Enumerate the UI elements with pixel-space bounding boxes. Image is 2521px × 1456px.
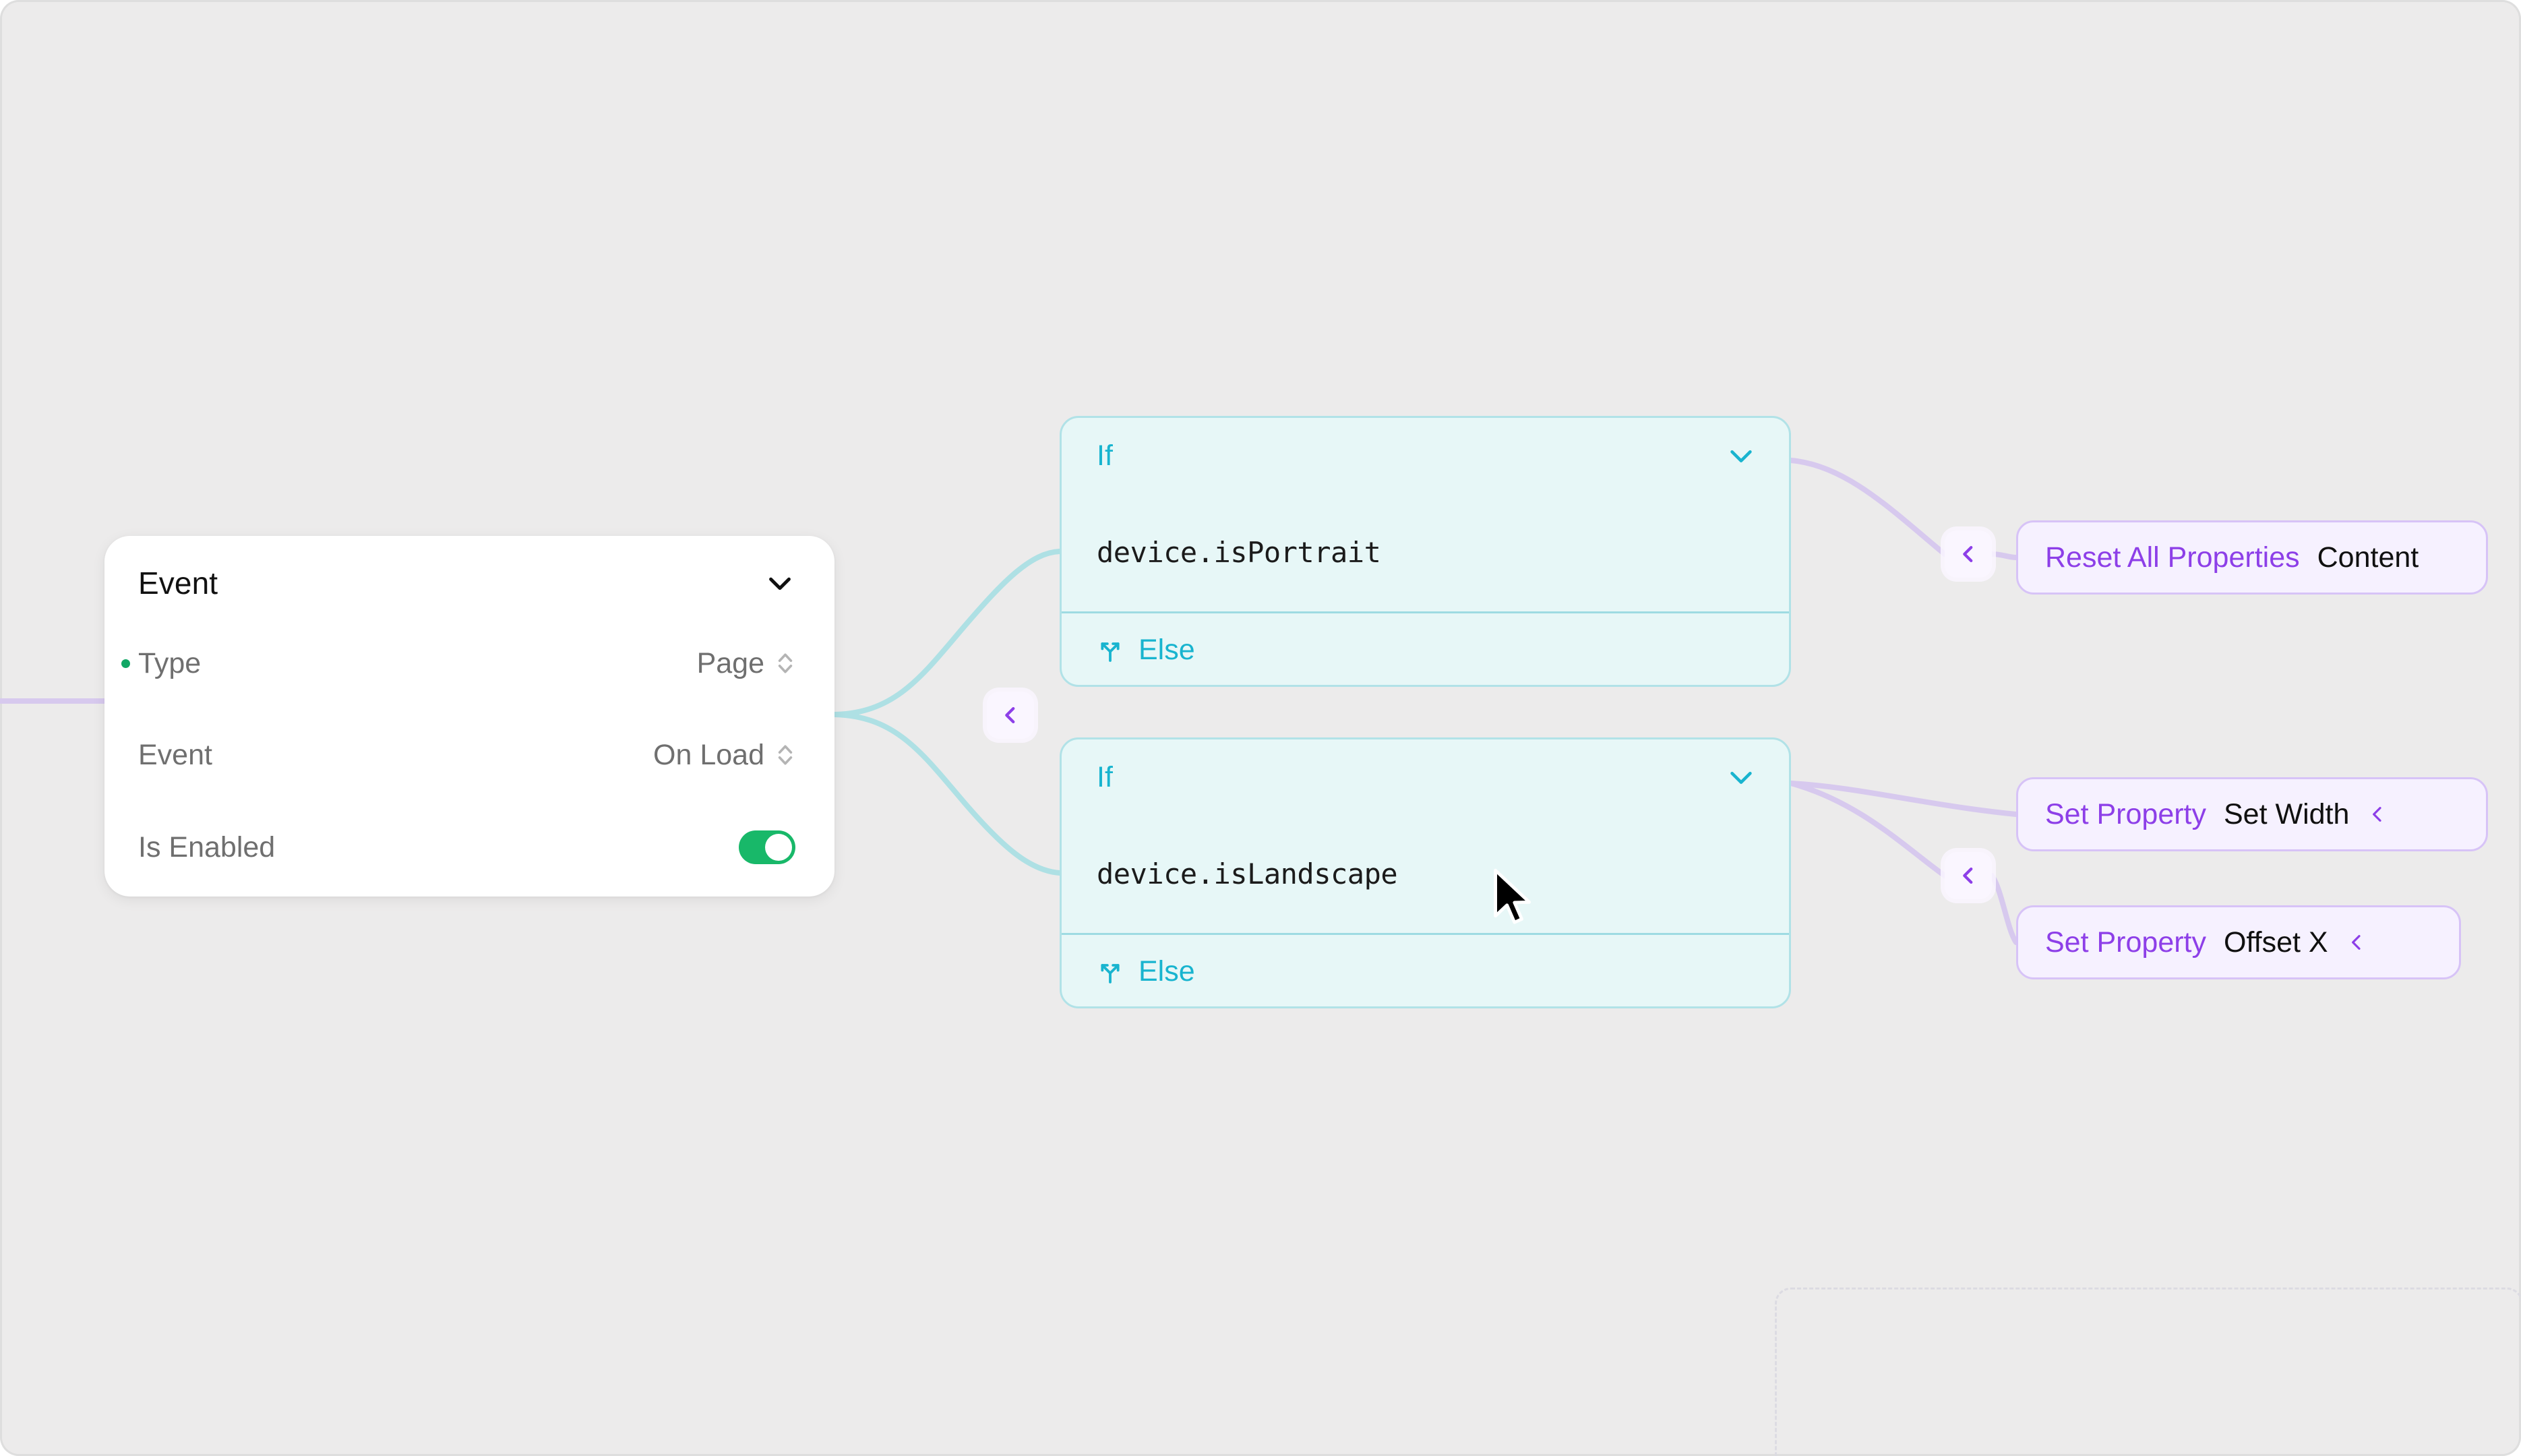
action-chip-offset-x[interactable]: Set Property Offset X (2016, 905, 2461, 979)
if-node[interactable]: If device.isLandscape Else (1060, 737, 1791, 1008)
chevron-down-icon[interactable] (764, 568, 795, 599)
property-row-event[interactable]: Event On Load (104, 724, 834, 786)
chevron-down-icon[interactable] (1726, 440, 1757, 471)
if-else-branch[interactable]: Else (1062, 611, 1789, 685)
action-kind-label: Reset All Properties (2045, 541, 2300, 574)
chevron-down-icon[interactable] (1726, 762, 1757, 793)
action-kind-label: Set Property (2045, 926, 2206, 959)
if-node-header[interactable]: If (1062, 418, 1789, 493)
edge-collapse-button-root[interactable] (987, 692, 1034, 739)
branch-fork-icon (1101, 963, 1120, 983)
stepper-icon[interactable] (775, 648, 795, 679)
property-label: Event (138, 738, 212, 771)
property-value: On Load (653, 738, 764, 771)
else-label: Else (1138, 634, 1195, 666)
branch-fork-icon (1101, 642, 1120, 662)
property-row-type[interactable]: Type Page (104, 632, 834, 694)
action-target-label: Set Width (2224, 797, 2350, 830)
event-card-header[interactable]: Event (104, 536, 834, 630)
chevron-left-icon (1963, 545, 1973, 563)
drop-target-placeholder[interactable] (1775, 1287, 2521, 1456)
event-card[interactable]: Event Type Page Event On Load (104, 536, 834, 897)
stepper-icon[interactable] (775, 739, 795, 770)
else-label: Else (1138, 955, 1195, 988)
if-else-branch[interactable]: Else (1062, 933, 1789, 1006)
action-chip-set-width[interactable]: Set Property Set Width (2016, 777, 2488, 851)
chevron-left-icon (1005, 706, 1015, 724)
action-chip-reset-all-properties[interactable]: Reset All Properties Content (2016, 520, 2488, 595)
property-label: Type (138, 646, 202, 679)
is-enabled-toggle[interactable] (739, 830, 795, 864)
page-title: Event (138, 566, 218, 601)
if-condition-expression[interactable]: device.isLandscape (1097, 857, 1398, 890)
chevron-left-icon[interactable] (2346, 929, 2367, 956)
if-node-title: If (1097, 760, 1113, 793)
action-target-label: Offset X (2224, 926, 2328, 959)
edge-collapse-button-branch-a[interactable] (1945, 530, 1992, 578)
property-label: Is Enabled (138, 830, 276, 863)
if-node-header[interactable]: If (1062, 739, 1789, 815)
property-row-is-enabled[interactable]: Is Enabled (104, 816, 834, 878)
toggle-knob (765, 834, 792, 861)
action-kind-label: Set Property (2045, 797, 2206, 830)
if-condition-expression[interactable]: device.isPortrait (1097, 536, 1381, 569)
action-target-label: Content (2317, 541, 2419, 574)
if-node[interactable]: If device.isPortrait Else (1060, 416, 1791, 687)
property-value: Page (696, 646, 764, 679)
chevron-left-icon (1963, 867, 1973, 884)
edge-collapse-button-branch-b[interactable] (1945, 852, 1992, 899)
chevron-left-icon[interactable] (2367, 801, 2388, 828)
modified-dot (121, 659, 130, 668)
if-node-title: If (1097, 439, 1113, 472)
